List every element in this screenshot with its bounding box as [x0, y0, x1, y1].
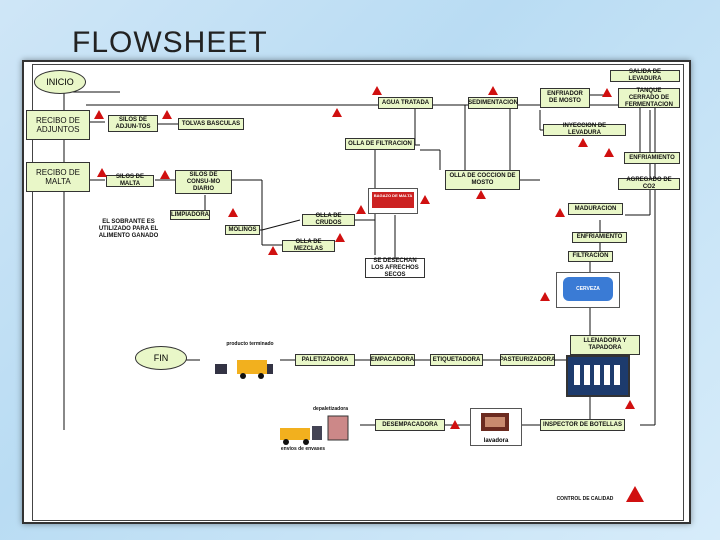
lavadora-image: lavadora — [470, 408, 522, 446]
box-olla-filtracion: OLLA DE FILTRACION — [345, 138, 415, 150]
alert-triangle-icon — [228, 208, 238, 217]
alert-triangle-icon — [356, 205, 366, 214]
alert-triangle-icon — [162, 110, 172, 119]
box-inspector: INSPECTOR DE BOTELLAS — [540, 419, 625, 431]
box-molinos: MOLINOS — [225, 225, 260, 235]
alert-triangle-icon — [94, 110, 104, 119]
box-enfriador: ENFRIADOR DE MOSTO — [540, 88, 590, 108]
box-agregado-co2: AGREGADO DE CO2 — [618, 177, 680, 190]
box-olla-coccion: OLLA DE COCCION DE MOSTO — [445, 170, 520, 190]
end-terminal: FIN — [135, 346, 187, 370]
box-tolvas-bascula: TOLVAS BASCULAS — [178, 118, 244, 130]
box-olla-mezclas: OLLA DE MEZCLAS — [282, 239, 335, 252]
alert-triangle-icon — [626, 486, 644, 502]
alert-triangle-icon — [540, 292, 550, 301]
box-desempacadora: DESEMPACADORA — [375, 419, 445, 431]
box-agua-tratada: AGUA TRATADA — [378, 97, 433, 109]
alert-triangle-icon — [578, 138, 588, 147]
alert-triangle-icon — [602, 88, 612, 97]
alert-triangle-icon — [97, 168, 107, 177]
box-limpiadora: LIMPIADORA — [170, 210, 210, 220]
alert-triangle-icon — [332, 108, 342, 117]
box-filtracion: FILTRACION — [568, 251, 613, 262]
box-olla-crudos: OLLA DE CRUDOS — [302, 213, 355, 226]
truck-image-output — [213, 350, 275, 380]
box-recibo-malta: RECIBO DE MALTA — [26, 162, 90, 192]
box-silos-adjuntos: SILOS DE ADJUN-TOS — [108, 115, 158, 132]
alert-triangle-icon — [604, 148, 614, 157]
box-pasteurizadora: PASTEURIZADORA — [500, 354, 555, 366]
slide-title: FLOWSHEET — [72, 26, 268, 59]
box-empacadora: EMPACADORA — [370, 354, 415, 366]
alert-triangle-icon — [268, 246, 278, 255]
box-maduracion: MADURACION — [568, 203, 623, 215]
cerveza-label: CERVEZA — [563, 277, 613, 301]
start-terminal: INICIO — [34, 70, 86, 94]
box-sobrante: EL SOBRANTE ES UTILIZADO PARA EL ALIMENT… — [96, 217, 161, 241]
box-recibo-adjuntos: RECIBO DE ADJUNTOS — [26, 110, 90, 140]
alert-triangle-icon — [555, 208, 565, 217]
bagazo-label: BAGAZO DE MALTA — [372, 192, 414, 208]
box-silos-malta: SILOS DE MALTA — [106, 174, 154, 187]
alert-triangle-icon — [450, 420, 460, 429]
cerveza-tank: CERVEZA — [556, 272, 620, 308]
alert-triangle-icon — [488, 86, 498, 95]
alert-triangle-icon — [335, 233, 345, 242]
label-control-calidad: CONTROL DE CALIDAD — [556, 496, 614, 502]
label-depaletizadora: depaletizadora — [312, 406, 348, 412]
box-separados: SE DESECHAN LOS AFRECHOS SECOS — [365, 258, 425, 278]
lavadora-label: lavadora — [483, 438, 509, 444]
alert-triangle-icon — [420, 195, 430, 204]
box-llenadora: LLENADORA Y TAPADORA — [570, 335, 640, 355]
bagazo-image: BAGAZO DE MALTA — [368, 188, 418, 214]
label-producto-terminado: producto terminado — [226, 341, 274, 347]
label-envios: envios de envases — [280, 446, 326, 452]
alert-triangle-icon — [372, 86, 382, 95]
box-sedimentacion: SEDIMENTACION — [468, 97, 518, 109]
box-inyeccion-levadura: INYECCION DE LEVADURA — [543, 123, 626, 136]
box-tanque-fermentacion: TANQUE CERRADO DE FERMENTACION — [618, 88, 680, 108]
flowsheet-frame — [32, 64, 684, 521]
alert-triangle-icon — [476, 190, 486, 199]
box-enfriamiento2: ENFRIAMIENTO — [572, 232, 627, 243]
box-salida-levadura: SALIDA DE LEVADURA — [610, 69, 680, 82]
box-silos-consumo: SILOS DE CONSU-MO DIARIO — [175, 170, 232, 194]
bottling-image — [566, 355, 630, 397]
box-etiquetadora: ETIQUETADORA — [430, 354, 483, 366]
box-enfriamiento: ENFRIAMIENTO — [624, 152, 680, 164]
box-paletizadora: PALETIZADORA — [295, 354, 355, 366]
alert-triangle-icon — [625, 400, 635, 409]
alert-triangle-icon — [160, 170, 170, 179]
truck-image-input — [278, 412, 350, 446]
